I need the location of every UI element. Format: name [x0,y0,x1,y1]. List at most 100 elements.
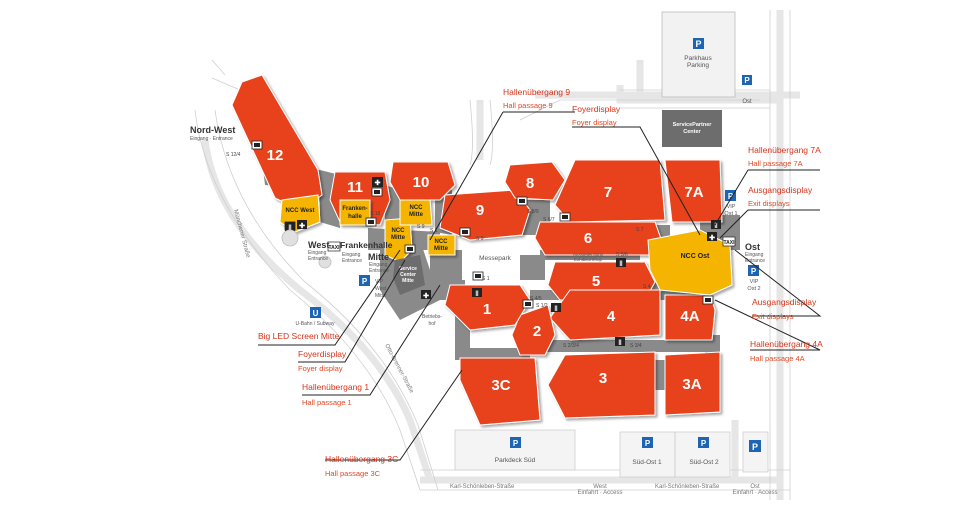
hall-10[interactable] [389,161,456,201]
svg-text:Hallenübergang 3C: Hallenübergang 3C [325,454,398,464]
restaurant-icon: ǁ [475,291,478,298]
hall-9-label: 9 [476,202,484,219]
svg-text:Entrance: Entrance [308,256,328,262]
svg-text:Entrance: Entrance [369,268,389,274]
hall-labels: 12 11 10 9 8 7 7A 6 5 4 4A 3 3A 3C 2 1 [267,147,704,394]
svg-text:Foyerdisplay: Foyerdisplay [298,349,347,359]
entrance-nord-west-title: Nord-West [190,125,235,135]
svg-text:Ost: Ost [750,484,760,490]
svg-text:Betriebs-: Betriebs- [422,314,442,320]
svg-text:Ausgangsdisplay: Ausgangsdisplay [748,185,813,195]
frankenhalle[interactable] [339,199,371,226]
ncc-layer [279,194,733,296]
amenity-icons: ✚ ǁ ✚ ✚ ǁ ǁ ǁ ǁ ✚ ǁ TAXI TAXI [285,177,736,347]
svg-text:Mitte: Mitte [409,212,424,218]
svg-text:S 9: S 9 [417,224,425,230]
hall-3A-label: 3A [682,376,701,393]
display-icon [251,140,263,150]
svg-text:Ausgangsdisplay: Ausgangsdisplay [752,297,817,307]
ncc-ost[interactable] [647,229,733,296]
svg-text:Entrance: Entrance [342,258,362,264]
svg-text:Mitte: Mitte [375,293,386,299]
hall-12[interactable] [231,74,323,211]
ncc-mitte-b[interactable] [399,199,433,226]
svg-text:Hall passage 3C: Hall passage 3C [325,469,381,478]
parking-sued-ost: P P Süd-Ost 1 Süd-Ost 2 P [619,431,769,478]
display-icon [459,227,471,237]
svg-text:S 4/5: S 4/5 [530,296,542,302]
first-aid-icon: ✚ [423,292,429,300]
callout-hallenuebergang-4a: Hallenübergang 4A Hall passage 4A [750,339,823,363]
ncc-ost-label: NCC Ost [681,253,710,260]
hall-3A[interactable] [664,351,721,416]
svg-text:S 1: S 1 [482,276,490,282]
svg-text:S 2/3/4: S 2/3/4 [563,343,579,349]
svg-text:Hall passage 1: Hall passage 1 [302,398,352,407]
svg-text:Süd-Ost 1: Süd-Ost 1 [632,459,662,466]
svg-text:S 8/9: S 8/9 [527,209,539,215]
svg-text:Karl-Schönleben-Straße: Karl-Schönleben-Straße [450,484,515,490]
entrance-frankenhalle-title: Frankenhalle [340,240,393,250]
svg-text:Hall passage 9: Hall passage 9 [503,101,553,110]
callout-hallenuebergang-3c: Hallenübergang 3C Hall passage 3C [325,454,398,478]
parking-signs: P Ost P VIP Ost 1 P VIP Ost 2 P VIP West… [296,75,761,327]
svg-text:Ost 1: Ost 1 [724,211,737,217]
hall-4A-label: 4A [680,308,699,325]
callout-ausgangsdisplay-top: Ausgangsdisplay Exit displays [748,185,813,208]
svg-text:S 10: S 10 [370,211,381,217]
parkdeck-sued: P Parkdeck Süd [454,429,576,471]
hall-8-label: 8 [526,175,534,192]
hall-6[interactable] [534,221,666,256]
callout-lines [258,111,822,461]
parking-icon: P [752,442,758,452]
parking-icon: P [751,267,757,276]
hall-7A[interactable] [664,159,723,223]
stair-labels: S 12/4 S 10 S 9 S 9 S 1 S 8/9 S 6/7 S 7 … [226,152,651,349]
svg-text:Eingang: Eingang [308,250,327,256]
entrance-mitte-title: Mitte [368,252,389,262]
hall-7[interactable] [554,159,666,223]
callout-foyerdisplay-top: Foyerdisplay Foyer display [572,104,621,127]
restaurant-icon: ǁ [714,223,717,230]
taxi-icon: TAXI [723,240,735,246]
restaurant-icon: ǁ [619,261,622,268]
hall-4[interactable] [549,289,661,341]
display-icon [559,212,571,222]
hall-2[interactable] [511,304,556,356]
hall-8[interactable] [504,161,566,201]
restaurant-icon: ǁ [288,225,291,232]
svg-text:Exit displays: Exit displays [748,199,790,208]
svg-text:Entrance: Entrance [745,258,765,264]
callout-hallenuebergang-1: Hallenübergang 1 Hall passage 1 [302,382,369,407]
svg-text:Hall passage 7A: Hall passage 7A [748,159,803,168]
display-icon [404,244,416,254]
svg-text:Center: Center [400,272,416,278]
ncc-mitte-c[interactable] [427,234,456,256]
svg-text:S 9: S 9 [476,236,484,242]
hall-1[interactable] [444,284,531,331]
taxi-icon: TAXI [328,245,340,251]
svg-text:S 1/2: S 1/2 [536,303,548,309]
parking-icon: P [645,439,651,448]
aussteller-shop-label-2: ExhibitorShop [574,257,603,262]
svg-text:Service: Service [399,266,417,272]
hall-3C[interactable] [459,357,541,426]
service-center-mitte[interactable]: Service Center Mitte [393,255,425,295]
entrance-nord-west-sub: Eingang · Entrance [190,136,233,142]
svg-text:Hall passage 4A: Hall passage 4A [750,354,805,363]
svg-text:Mitte: Mitte [391,235,406,241]
hall-11-label: 11 [347,179,363,196]
svg-text:Eingang: Eingang [342,252,361,258]
hall-4A[interactable] [664,294,716,341]
svg-text:S 4: S 4 [643,284,651,290]
entrance-labels: Nord-West Eingang · Entrance West Eingan… [190,125,765,274]
svg-text:VIP: VIP [727,204,736,210]
svg-text:S 5/6: S 5/6 [616,252,628,258]
hall-7-label: 7 [604,184,612,201]
first-aid-icon: ✚ [375,179,381,187]
entrance-markers [281,229,332,269]
svg-text:Eingang: Eingang [369,262,388,268]
parkhaus-label-1: Parkhaus [684,55,712,62]
svg-text:Süd-Ost 2: Süd-Ost 2 [689,459,719,466]
hall-3[interactable] [547,351,656,419]
